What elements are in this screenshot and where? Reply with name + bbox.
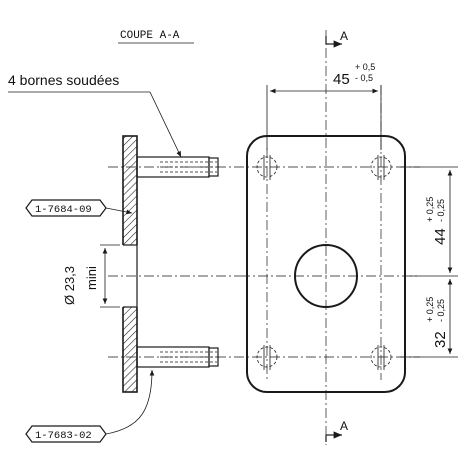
- section-title: COUPE A-A: [120, 30, 180, 42]
- width-tol-minus: - 0,5: [355, 73, 373, 83]
- terminals-leader: [149, 91, 182, 158]
- lower-tol-plus: + 0,25: [425, 297, 435, 322]
- section-marker-top-label: A: [340, 29, 348, 43]
- ref-top-text: 1-7684-09: [35, 204, 92, 216]
- upper-tol-plus: + 0,25: [425, 197, 435, 222]
- section-marker-top: A: [325, 29, 348, 48]
- section-view: COUPE A-A 4 bornes soudées: [8, 30, 420, 443]
- section-marker-bottom-label: A: [340, 419, 348, 433]
- upper-tol-minus: - 0,25: [436, 199, 446, 222]
- ref-tag-top: 1-7684-09: [25, 199, 133, 217]
- front-view: A A 45 + 0,5 - 0,5: [240, 29, 458, 445]
- ref-bottom-text: 1-7683-02: [35, 430, 92, 442]
- ref-tag-bottom: 1-7683-02: [25, 369, 155, 443]
- upper-value: 44: [432, 228, 449, 245]
- diameter-value: Ø 23,3: [62, 266, 77, 305]
- diameter-note: mini: [84, 266, 99, 290]
- terminals-label: 4 bornes soudées: [8, 72, 119, 88]
- lower-tol-minus: - 0,25: [436, 299, 446, 322]
- lower-value: 32: [432, 331, 449, 348]
- width-value: 45: [333, 71, 350, 88]
- width-tol-plus: + 0,5: [355, 62, 375, 72]
- section-marker-bottom: A: [325, 419, 348, 442]
